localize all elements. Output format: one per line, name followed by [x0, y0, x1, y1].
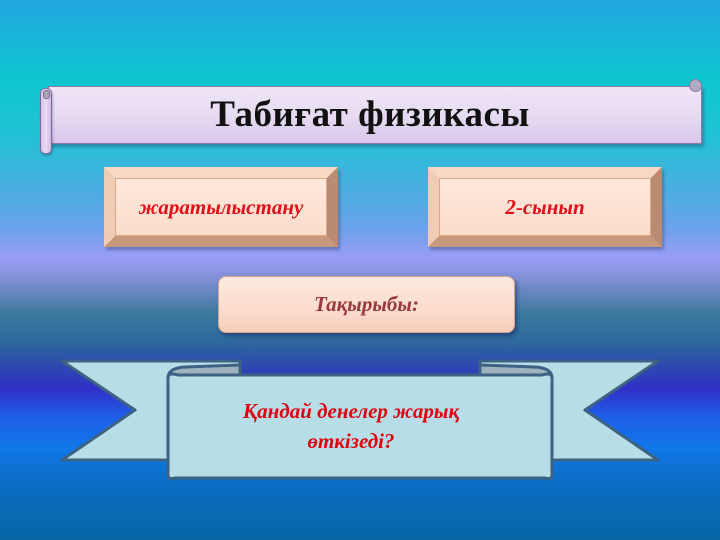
grade-box: 2-сынып	[428, 167, 662, 247]
topic-label: Тақырыбы:	[314, 292, 419, 316]
ribbon-question-line2: өткізеді?	[307, 429, 395, 453]
topic-box: Тақырыбы:	[218, 276, 515, 333]
subject-box: жаратылыстану	[104, 167, 338, 247]
ribbon-question-line1: Қандай денелер жарық	[242, 399, 460, 423]
scroll-curl-right-icon	[689, 79, 702, 92]
ribbon-question: Қандай денелер жарық өткізеді?	[172, 388, 548, 464]
title-scroll-banner	[48, 86, 702, 144]
scroll-knob-left-icon	[43, 90, 50, 99]
grade-label: 2-сынып	[439, 178, 651, 236]
subject-label: жаратылыстану	[115, 178, 327, 236]
slide-title: Табиғат физикасы	[210, 93, 530, 135]
scroll-curl-left-icon	[40, 88, 52, 154]
